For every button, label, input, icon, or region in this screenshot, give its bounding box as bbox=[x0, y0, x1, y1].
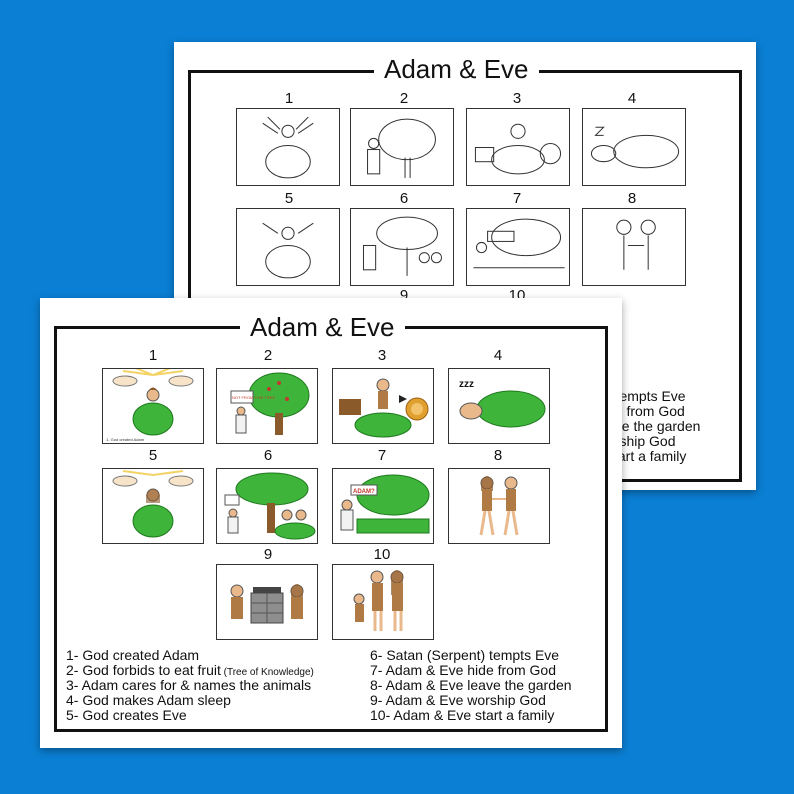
back-panel-number-5: 5 bbox=[284, 190, 294, 207]
panel-number-9: 9 bbox=[263, 546, 273, 563]
back-list-item-7: de from God bbox=[607, 403, 685, 419]
svg-text:1- God created Adam: 1- God created Adam bbox=[106, 437, 145, 442]
back-story-list-partial: ) tempts Eve de from God ave the garden … bbox=[607, 389, 700, 464]
panel-6-serpent-tempts-eve bbox=[216, 468, 318, 544]
back-panel-8 bbox=[582, 208, 686, 286]
panel-number-1: 1 bbox=[148, 347, 158, 364]
tree-sign-text: NOT FROM THIS TREE bbox=[232, 395, 275, 400]
list-item-9: 9- Adam & Eve worship God bbox=[370, 692, 546, 708]
back-worksheet-title: Adam & Eve bbox=[374, 54, 539, 84]
back-panel-number-7: 7 bbox=[512, 190, 522, 207]
list-item-6: 6- Satan (Serpent) tempts Eve bbox=[370, 647, 560, 663]
back-panel-3 bbox=[466, 108, 570, 186]
panel-2-forbidden-tree: NOT FROM THIS TREE bbox=[216, 368, 318, 444]
back-panel-number-6: 6 bbox=[399, 190, 409, 207]
list-item-3: 3- Adam cares for & names the animals bbox=[66, 677, 312, 693]
front-worksheet: Adam & Eve 1 2 3 4 1- God created Adam N… bbox=[40, 298, 622, 748]
back-panel-number-1: 1 bbox=[284, 90, 294, 107]
panel-7-adam-eve-hide: ADAM? bbox=[332, 468, 434, 544]
panel-number-3: 3 bbox=[377, 347, 387, 364]
panel-4-adam-sleeps: zzz bbox=[448, 368, 550, 444]
adam-sign-text: ADAM? bbox=[353, 489, 375, 495]
panel-number-2: 2 bbox=[263, 347, 273, 364]
list-item-8: 8- Adam & Eve leave the garden bbox=[370, 677, 572, 693]
panel-8-leave-garden bbox=[448, 468, 550, 544]
back-panel-1 bbox=[236, 108, 340, 186]
front-worksheet-title: Adam & Eve bbox=[240, 312, 405, 342]
panel-number-7: 7 bbox=[377, 447, 387, 464]
back-panel-number-8: 8 bbox=[627, 190, 637, 207]
back-list-item-8: ave the garden bbox=[607, 418, 701, 434]
sleep-zzz-text: zzz bbox=[459, 379, 474, 390]
back-panel-number-2: 2 bbox=[399, 90, 409, 107]
back-list-item-9: orship God bbox=[607, 433, 676, 449]
panel-number-10: 10 bbox=[373, 546, 391, 563]
back-panel-5 bbox=[236, 208, 340, 286]
list-item-10: 10- Adam & Eve start a family bbox=[370, 707, 555, 723]
back-panel-number-4: 4 bbox=[627, 90, 637, 107]
back-panel-7 bbox=[466, 208, 570, 286]
back-panel-2 bbox=[350, 108, 454, 186]
list-item-2: 2- God forbids to eat fruit (Tree of Kno… bbox=[66, 662, 314, 679]
panel-10-start-family bbox=[332, 564, 434, 640]
list-item-5: 5- God creates Eve bbox=[66, 707, 187, 723]
story-list-left: 1- God created Adam 2- God forbids to ea… bbox=[66, 648, 314, 723]
list-item-2-note: (Tree of Knowledge) bbox=[220, 667, 314, 678]
panel-number-5: 5 bbox=[148, 447, 158, 464]
panel-number-4: 4 bbox=[493, 347, 503, 364]
panel-number-6: 6 bbox=[263, 447, 273, 464]
back-panel-4 bbox=[582, 108, 686, 186]
back-panel-number-3: 3 bbox=[512, 90, 522, 107]
back-list-item-6: ) tempts Eve bbox=[607, 388, 686, 404]
list-item-1: 1- God created Adam bbox=[66, 647, 200, 663]
list-item-7: 7- Adam & Eve hide from God bbox=[370, 662, 556, 678]
back-panel-number-9: 9 bbox=[399, 287, 409, 304]
panel-number-8: 8 bbox=[493, 447, 503, 464]
back-list-item-10: start a family bbox=[607, 448, 687, 464]
story-list-right: 6- Satan (Serpent) tempts Eve 7- Adam & … bbox=[370, 648, 572, 723]
back-panel-6 bbox=[350, 208, 454, 286]
panel-3-animals bbox=[332, 368, 434, 444]
panel-9-worship-god bbox=[216, 564, 318, 640]
panel-5-god-creates-eve bbox=[102, 468, 204, 544]
panel-1-god-created-adam: 1- God created Adam bbox=[102, 368, 204, 444]
list-item-4: 4- God makes Adam sleep bbox=[66, 692, 231, 708]
